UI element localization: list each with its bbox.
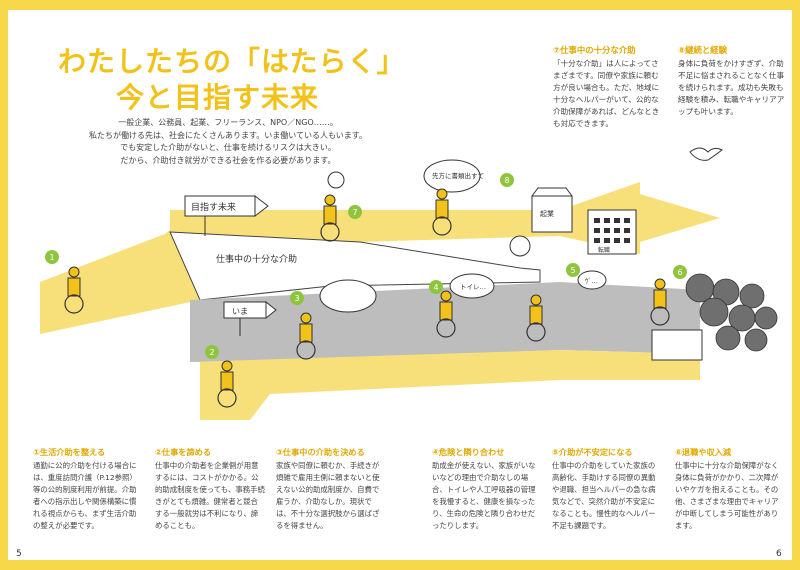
- bubble-pain: ｳﾞ…: [585, 277, 598, 285]
- marker-5: 5: [570, 266, 575, 275]
- note-heading: ⑦仕事中の十分な介助: [553, 45, 636, 55]
- marker-6: 6: [677, 268, 682, 277]
- bubble-documents: 先方に書類出すて: [432, 171, 484, 180]
- step-5: ⑤介助が不安定になる 仕事中の介助をしていた家族の高齢化、手助けする同僚の異動や…: [552, 446, 662, 532]
- marker-7: 7: [352, 208, 357, 217]
- step-heading: ④危険と隣り合わせ: [432, 447, 505, 457]
- step-6: ⑥退職や収入減 仕事中に十分な介助保障がなく身体に負荷がかかり、二次障がいやケガ…: [675, 446, 785, 532]
- step-4: ④危険と隣り合わせ 助成金が使えない、家族がいないなどの理由で介助なしの場合、ト…: [432, 446, 542, 532]
- note-heading: ⑧継続と経験: [678, 45, 727, 55]
- step-body: 家族や同僚に頼むか、手続きが煩雑で雇用主側に頼まないと使えない公的助成制度か、自…: [276, 461, 380, 530]
- step-1: ①生活介助を整える 通勤に公的介助を付ける場合には、重度訪問介護（P.12参照）…: [33, 446, 143, 532]
- marker-1: 1: [49, 253, 54, 262]
- intro-line: だから、介助付き就労ができる社会を作る必要があります。: [120, 155, 336, 165]
- step-2: ②仕事を諦める 仕事中の介助者を企業側が用意するには、コストがかかる。公的助成制…: [155, 446, 265, 532]
- note-8: ⑧継続と経験 身体に負荷をかけすぎず、介助不足に悩まされることなく仕事を続けられ…: [678, 44, 788, 118]
- intro-text: 一般企業、公務員、起業、フリーランス、NPO／NGO……。 私たちが働ける先は、…: [78, 117, 378, 167]
- step-body: 仕事中の介助をしていた家族の高齢化、手助けする同僚の異動や退職、担当ヘルパーの急…: [552, 461, 656, 530]
- step-heading: ⑤介助が不安定になる: [552, 447, 633, 457]
- step-heading: ②仕事を諦める: [155, 447, 212, 457]
- step-heading: ⑥退職や収入減: [675, 447, 732, 457]
- road-label: 仕事中の十分な介助: [216, 253, 297, 265]
- sign-now: いま: [232, 307, 248, 316]
- bubble-toilet: トイレ…: [460, 283, 486, 291]
- step-body: 助成金が使えない、家族がいないなどの理由で介助なしの場合、トイレや人工呼吸器の管…: [432, 461, 536, 530]
- step-heading: ①生活介助を整える: [33, 447, 106, 457]
- step-body: 仕事中に十分な介助保障がなく身体に負荷がかかり、二次障がいやケガを抱えることも。…: [675, 461, 779, 530]
- title-line2: 今と目指す未来: [116, 81, 320, 114]
- title-line1: わたしたちの「はたらく」: [58, 45, 406, 78]
- marker-8: 8: [504, 176, 509, 185]
- sign-future: 目指す未来: [191, 201, 236, 213]
- note-body: 「十分な介助」は人によってさまざまです。同僚や家族に頼む方が良い場合も。ただ、地…: [553, 59, 660, 128]
- marker-4: 4: [433, 283, 438, 292]
- intro-line: 私たちが働ける先は、社会にたくさんあります。いま働いている人もいます。: [89, 130, 367, 140]
- office-sign: 転職: [598, 246, 610, 254]
- step-body: 仕事中の介助者を企業側が用意するには、コストがかかる。公的助成制度を使っても、事…: [155, 461, 265, 530]
- intro-line: でも安定した介助がないと、仕事を続けるリスクは大きい。: [120, 143, 336, 152]
- note-body: 身体に負荷をかけすぎず、介助不足に悩まされることなく仕事を続けられます。成功も失…: [678, 59, 785, 116]
- step-heading: ③仕事中の介助を決める: [276, 447, 365, 457]
- intro-line: 一般企業、公務員、起業、フリーランス、NPO／NGO……。: [118, 118, 338, 127]
- page-title: わたしたちの「はたらく」 今と目指す未来: [58, 44, 405, 116]
- step-3: ③仕事中の介助を決める 家族や同僚に頼むか、手続きが煩雑で雇用主側に頼まないと使…: [276, 446, 386, 532]
- marker-3: 3: [294, 294, 299, 303]
- step-body: 通勤に公的介助を付ける場合には、重度訪問介護（P.12参照）等の公的制度利用が前…: [33, 461, 137, 530]
- page-number-right: 6: [776, 549, 782, 559]
- page-number-left: 5: [16, 549, 22, 559]
- marker-2: 2: [209, 348, 214, 357]
- shop-sign: 起業: [540, 209, 554, 218]
- note-7: ⑦仕事中の十分な介助 「十分な介助」は人によってさまざまです。同僚や家族に頼む方…: [553, 44, 663, 130]
